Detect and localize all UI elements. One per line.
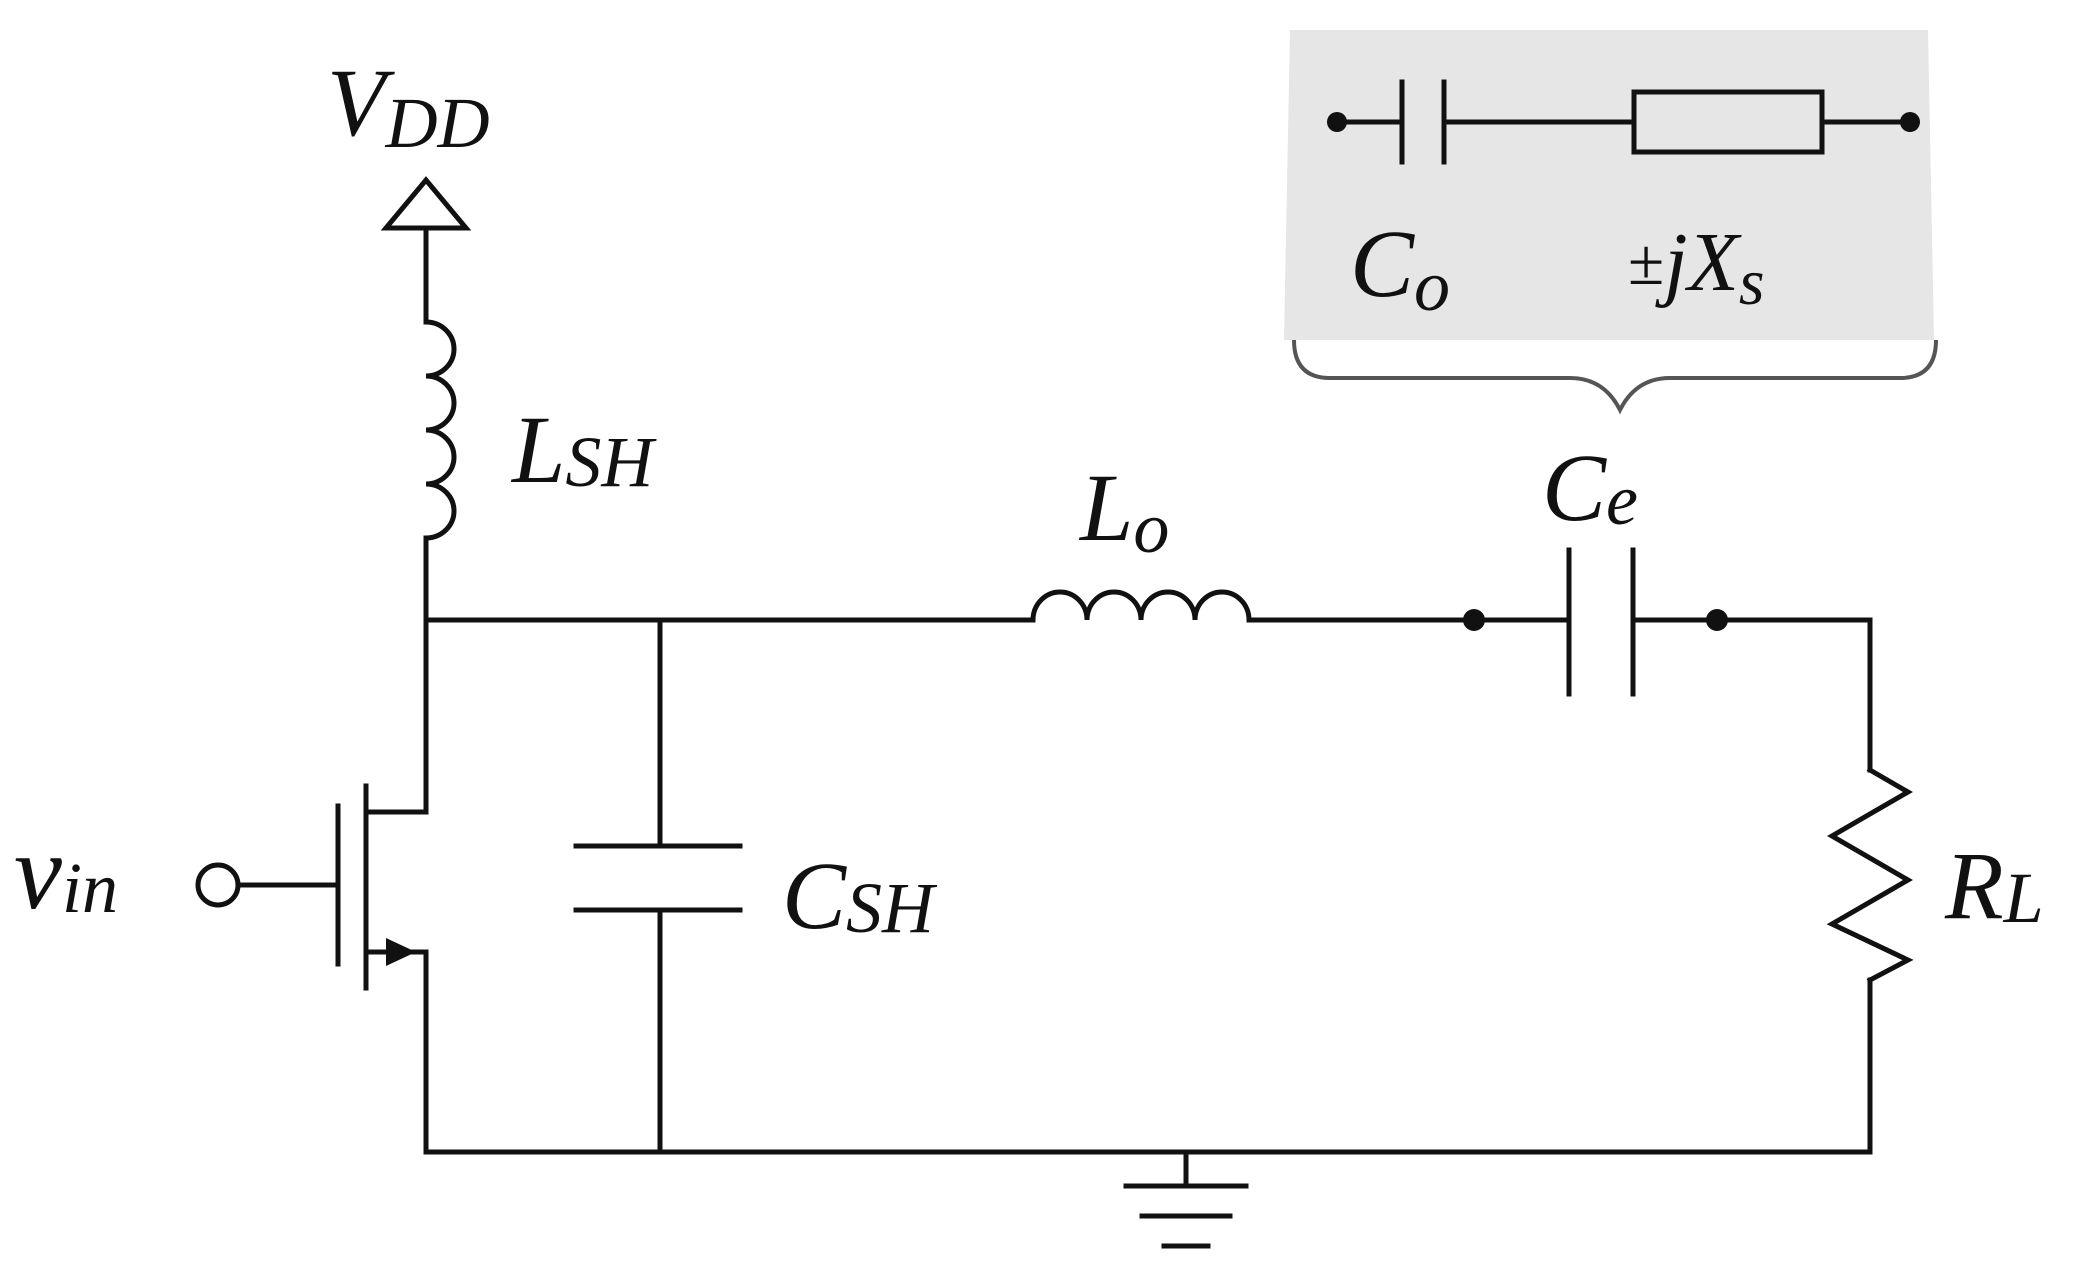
vin-label: vin bbox=[14, 813, 118, 932]
ground-icon bbox=[1123, 1149, 1249, 1249]
inset-node-right bbox=[1900, 112, 1920, 132]
ce-label: Ce bbox=[1542, 434, 1638, 541]
rl-label: RL bbox=[1944, 832, 2044, 939]
vdd-supply: VDD bbox=[327, 49, 490, 231]
inset-reactance-label: ±jXs bbox=[1628, 216, 1765, 319]
vdd-arrow-icon bbox=[380, 176, 472, 231]
lsh-label: LSH bbox=[510, 396, 657, 503]
ce-node-left bbox=[1463, 609, 1485, 631]
vdd-label: VDD bbox=[327, 49, 490, 163]
inset-co-label: Co bbox=[1350, 210, 1450, 326]
rl-resistor bbox=[1826, 766, 1914, 984]
vin-terminal-icon bbox=[195, 862, 241, 908]
mosfet-arrow-icon bbox=[386, 938, 416, 966]
mosfet-transistor bbox=[235, 783, 429, 1155]
ce-node-right bbox=[1706, 609, 1728, 631]
lsh-inductor bbox=[423, 319, 457, 541]
csh-label: CSH bbox=[782, 842, 938, 949]
lo-inductor bbox=[1030, 589, 1252, 623]
ce-equivalent-inset: Co ±jXs bbox=[1284, 30, 1938, 415]
lo-label: Lo bbox=[1078, 454, 1169, 568]
inset-brace bbox=[1292, 339, 1938, 415]
